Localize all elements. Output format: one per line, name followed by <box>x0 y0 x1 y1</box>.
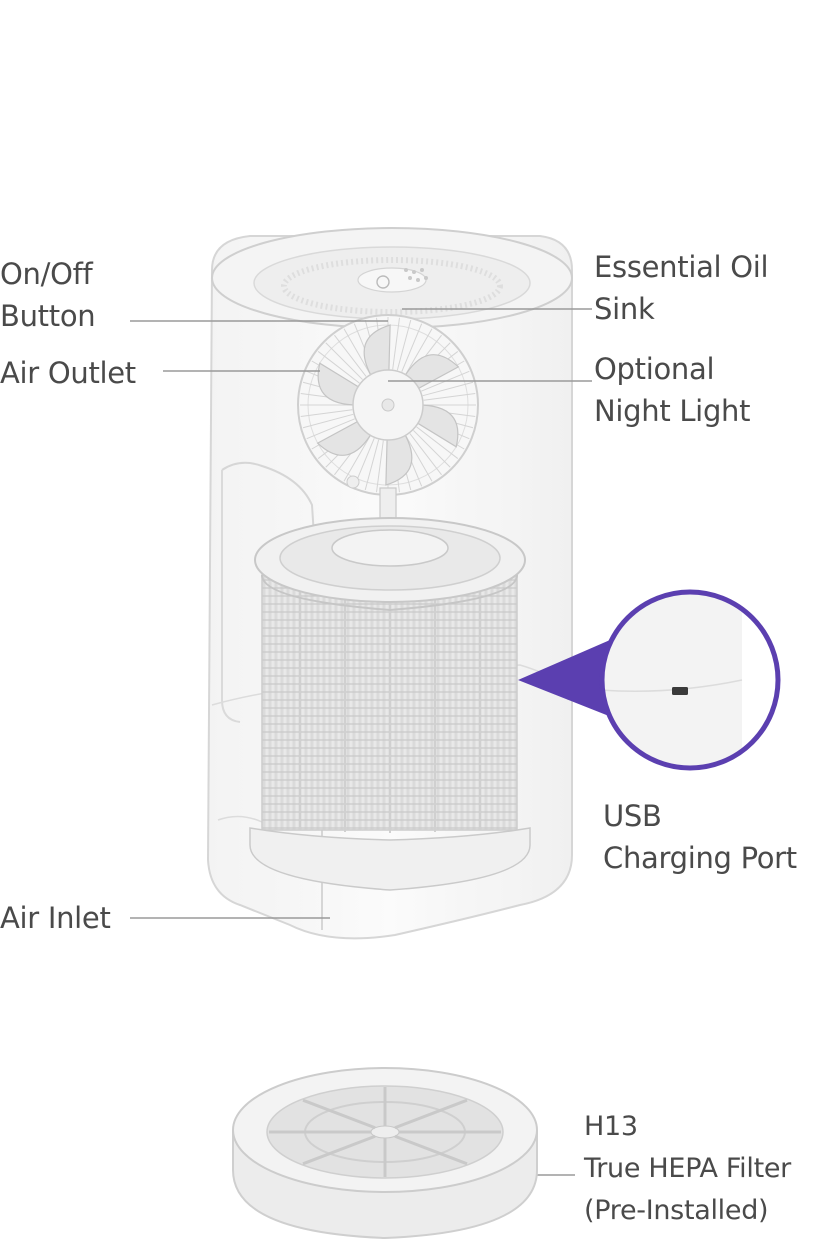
label-line: Charging Port <box>603 841 797 875</box>
fan-guard-spoke <box>317 351 360 384</box>
fan-guard-spoke <box>325 342 363 380</box>
label-line: H13 <box>584 1111 638 1142</box>
fan-guard-spoke <box>416 426 459 459</box>
fan-guard-spoke <box>343 435 371 482</box>
fan-guard-spoke <box>409 433 442 476</box>
label-line: (Pre-Installed) <box>584 1195 769 1226</box>
fan-guard-spoke <box>302 413 354 429</box>
fan-blade <box>412 404 459 448</box>
fan-guard-spoke <box>334 334 367 377</box>
usb-port <box>672 687 688 695</box>
filter-grid-spoke <box>394 1134 468 1166</box>
label-usb-charging-port: USB Charging Port <box>603 795 797 879</box>
filter-grid-spoke <box>394 1098 468 1130</box>
fan-guard-spoke <box>364 439 380 491</box>
label-line: Essential Oil <box>594 250 769 284</box>
fan-guard-spoke <box>376 440 384 493</box>
fan-guard-spoke <box>405 328 433 375</box>
fan-guard-spoke <box>300 409 353 417</box>
label-line: Air Outlet <box>0 356 136 390</box>
fan-blade <box>316 418 374 456</box>
label-on-off-button: On/Off Button <box>0 253 96 337</box>
power-icon[interactable] <box>376 275 390 289</box>
label-night-light: Optional Night Light <box>594 348 751 432</box>
label-essential-oil-sink: Essential Oil Sink <box>594 246 769 330</box>
fan-guard-spoke <box>396 319 412 371</box>
fan-guard-spoke <box>405 435 433 482</box>
fan-guard-spoke <box>343 328 371 375</box>
leader-lines <box>130 308 592 1176</box>
filter-grid-spoke <box>302 1098 376 1130</box>
filter-grid-spoke <box>302 1134 376 1166</box>
fan-guard-spoke <box>401 323 423 372</box>
label-hepa-filter: H13 True HEPA Filter (Pre-Installed) <box>584 1106 791 1232</box>
fan-blade <box>385 430 413 486</box>
fan-blade <box>363 324 391 380</box>
label-line: Night Light <box>594 394 751 428</box>
fan-guard-spoke <box>306 418 355 440</box>
label-line: USB <box>603 799 662 833</box>
label-line: Air Inlet <box>0 901 111 935</box>
fan-guard-spoke <box>413 430 451 468</box>
fan-guard-spoke <box>392 317 400 370</box>
label-line: Sink <box>594 292 655 326</box>
label-air-outlet: Air Outlet <box>0 352 136 394</box>
fan-blade <box>317 362 364 406</box>
label-line: On/Off <box>0 257 93 291</box>
label-line: Button <box>0 299 96 333</box>
hepa-filter-disc <box>232 1067 538 1240</box>
top-lid <box>211 227 573 329</box>
label-line: True HEPA Filter <box>584 1153 791 1184</box>
label-air-inlet: Air Inlet <box>0 897 111 939</box>
label-line: Optional <box>594 352 715 386</box>
filter-cartridge <box>249 517 531 891</box>
fan-guard-spoke <box>423 393 476 401</box>
fan-guard-spoke <box>422 381 474 397</box>
